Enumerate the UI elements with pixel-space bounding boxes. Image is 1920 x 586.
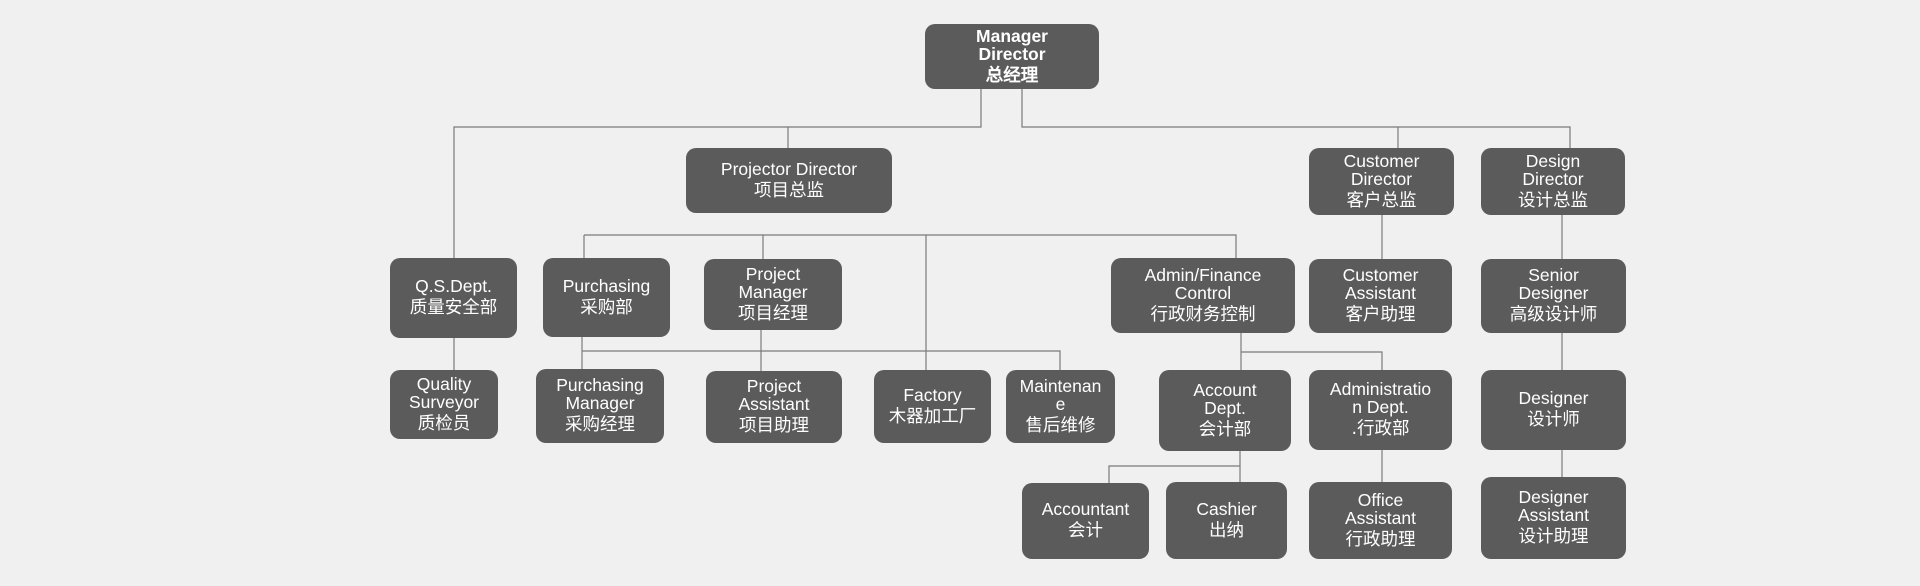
node-admin-finance-control[interactable]: Admin/Finance Control 行政财务控制 bbox=[1111, 258, 1295, 333]
node-title-zh: 木器加工厂 bbox=[888, 406, 977, 427]
node-title-zh: 采购部 bbox=[580, 297, 633, 318]
node-title-en: Admin/Finance Control bbox=[1144, 264, 1262, 303]
node-customer-director[interactable]: Customer Director 客户总监 bbox=[1309, 148, 1454, 215]
node-title-zh: 项目助理 bbox=[739, 416, 809, 436]
node-title-zh: 客户助理 bbox=[1345, 305, 1416, 325]
connector bbox=[582, 350, 1061, 370]
node-project-assistant[interactable]: Project Assistant 项目助理 bbox=[706, 371, 842, 443]
node-manager-director[interactable]: Manager Director 总经理 bbox=[925, 24, 1099, 89]
node-title-en: Purchasing bbox=[562, 275, 651, 296]
connector bbox=[584, 234, 1237, 258]
node-title-zh: 售后维修 bbox=[1025, 415, 1096, 436]
node-maintenance[interactable]: Maintenan e 售后维修 bbox=[1006, 370, 1115, 443]
node-title-en: Q.S.Dept. bbox=[415, 276, 492, 296]
node-title-zh: 质检员 bbox=[417, 413, 471, 434]
node-designer[interactable]: Designer 设计师 bbox=[1481, 370, 1626, 450]
node-title-zh: 设计助理 bbox=[1518, 527, 1589, 547]
node-title-en: Projector Director bbox=[720, 158, 858, 179]
node-title-en: Designer Assistant bbox=[1518, 487, 1589, 525]
node-title-en: Project Manager bbox=[738, 263, 808, 302]
node-purchasing[interactable]: Purchasing 采购部 bbox=[543, 258, 670, 337]
node-title-zh: .行政部 bbox=[1351, 419, 1410, 439]
node-senior-designer[interactable]: Senior Designer 高级设计师 bbox=[1481, 259, 1626, 333]
node-account-dept[interactable]: Account Dept. 会计部 bbox=[1159, 370, 1291, 451]
node-design-director[interactable]: Design Director 设计总监 bbox=[1481, 148, 1625, 215]
node-title-zh: 质量安全部 bbox=[409, 298, 498, 318]
node-title-en: Senior Designer bbox=[1518, 265, 1589, 303]
node-purchasing-manager[interactable]: Purchasing Manager 采购经理 bbox=[536, 369, 664, 443]
node-title-en: Customer Director bbox=[1343, 150, 1420, 189]
node-title-en: Accountant bbox=[1041, 499, 1130, 519]
node-title-en: Factory bbox=[903, 384, 962, 405]
node-title-en: Design Director bbox=[1522, 150, 1584, 189]
node-title-zh: 会计部 bbox=[1198, 419, 1252, 440]
node-title-en: Account Dept. bbox=[1193, 379, 1257, 418]
node-title-en: Maintenan e bbox=[1019, 375, 1102, 414]
node-cashier[interactable]: Cashier 出纳 bbox=[1166, 482, 1287, 559]
node-title-zh: 会计 bbox=[1068, 521, 1103, 541]
node-project-manager[interactable]: Project Manager 项目经理 bbox=[704, 259, 842, 330]
node-title-en: Purchasing Manager bbox=[556, 375, 644, 413]
node-title-en: Customer Assistant bbox=[1342, 265, 1419, 303]
node-projector-director[interactable]: Projector Director 项目总监 bbox=[686, 148, 892, 213]
node-qs-dept[interactable]: Q.S.Dept. 质量安全部 bbox=[390, 258, 517, 338]
node-title-zh: 采购经理 bbox=[565, 415, 635, 435]
connector bbox=[1108, 451, 1241, 483]
node-title-en: Designer bbox=[1518, 388, 1589, 408]
node-title-en: Administratio n Dept. bbox=[1329, 379, 1432, 417]
node-title-zh: 行政财务控制 bbox=[1150, 304, 1256, 325]
node-title-en: Project Assistant bbox=[738, 376, 810, 414]
node-title-zh: 设计总监 bbox=[1518, 190, 1588, 211]
node-accountant[interactable]: Accountant 会计 bbox=[1022, 483, 1149, 559]
node-title-en: Quality Surveyor bbox=[408, 373, 480, 412]
node-title-zh: 总经理 bbox=[985, 65, 1039, 86]
node-title-zh: 高级设计师 bbox=[1509, 305, 1598, 325]
node-title-en: Manager Director bbox=[976, 25, 1048, 64]
node-quality-surveyor[interactable]: Quality Surveyor 质检员 bbox=[390, 370, 498, 439]
node-title-zh: 出纳 bbox=[1209, 520, 1244, 541]
node-customer-assistant[interactable]: Customer Assistant 客户助理 bbox=[1309, 259, 1452, 333]
node-title-zh: 项目经理 bbox=[738, 303, 808, 324]
node-designer-assistant[interactable]: Designer Assistant 设计助理 bbox=[1481, 477, 1626, 559]
node-title-zh: 行政助理 bbox=[1345, 529, 1416, 550]
connector bbox=[1241, 351, 1383, 370]
node-administration-dept[interactable]: Administratio n Dept. .行政部 bbox=[1309, 370, 1452, 450]
connector bbox=[453, 89, 982, 258]
node-factory[interactable]: Factory 木器加工厂 bbox=[874, 370, 991, 443]
node-title-zh: 客户总监 bbox=[1346, 190, 1417, 211]
node-title-en: Office Assistant bbox=[1345, 489, 1416, 528]
node-title-zh: 设计师 bbox=[1527, 410, 1580, 430]
node-office-assistant[interactable]: Office Assistant 行政助理 bbox=[1309, 482, 1452, 559]
node-title-en: Cashier bbox=[1196, 498, 1257, 519]
connector bbox=[1021, 89, 1571, 148]
node-title-zh: 项目总监 bbox=[754, 180, 824, 201]
